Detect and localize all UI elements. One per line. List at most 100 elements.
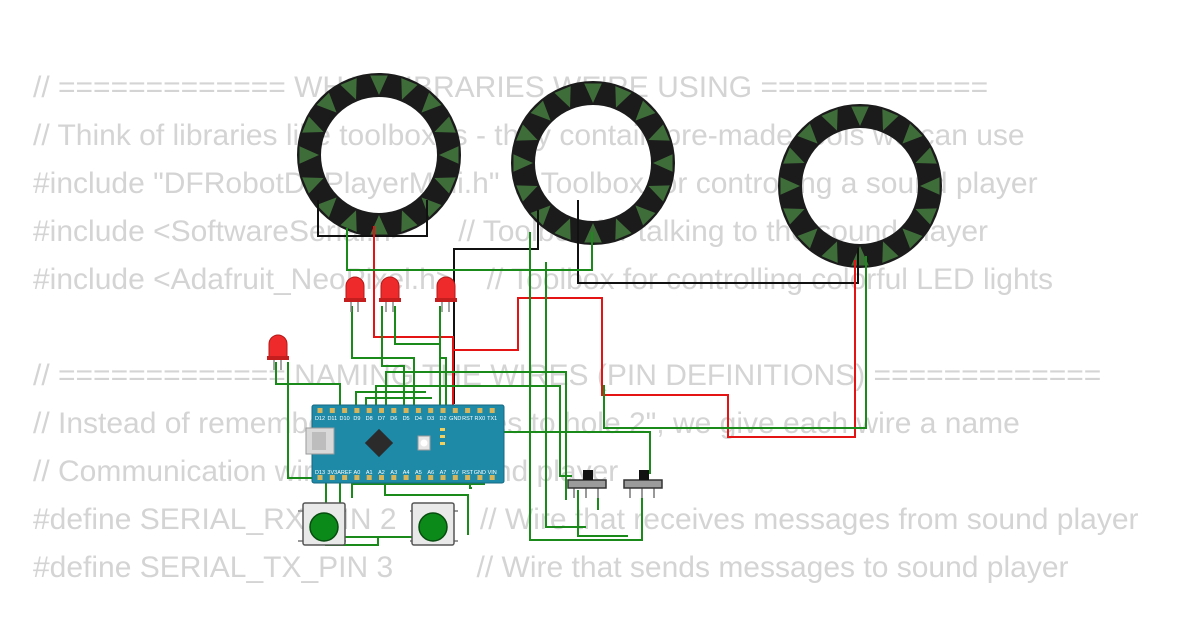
ring-pixel <box>584 83 602 103</box>
ring-pixel <box>370 75 388 95</box>
red-led[interactable] <box>344 276 366 312</box>
wire[interactable] <box>317 200 428 237</box>
wire[interactable] <box>365 397 432 406</box>
header-pin[interactable] <box>354 408 360 413</box>
header-pin[interactable] <box>391 475 397 480</box>
ring-pixel <box>401 210 418 232</box>
wire[interactable] <box>287 362 312 479</box>
wire[interactable] <box>394 306 441 406</box>
ring-pixel <box>920 177 940 195</box>
pin-label: D8 <box>366 416 373 422</box>
header-pin[interactable] <box>465 475 471 480</box>
pin-label: RST <box>462 470 474 476</box>
header-pin[interactable] <box>366 475 372 480</box>
ring-pixel <box>516 185 538 202</box>
header-pin[interactable] <box>415 408 421 413</box>
header-pin[interactable] <box>342 408 348 413</box>
ring-pixel <box>302 116 324 133</box>
pin-label: TX1 <box>487 416 497 422</box>
pin-label: A1 <box>366 470 373 476</box>
header-pin[interactable] <box>440 408 446 413</box>
wire[interactable] <box>384 476 469 535</box>
ring-pixel <box>401 78 418 100</box>
header-pin[interactable] <box>342 475 348 480</box>
ring-pixel <box>299 146 319 164</box>
ring-pixel <box>902 228 923 249</box>
pin-label: A2 <box>378 470 385 476</box>
header-pin[interactable] <box>440 475 446 480</box>
header-pin[interactable] <box>403 408 409 413</box>
wire[interactable] <box>545 262 586 528</box>
ring-pixel <box>439 146 459 164</box>
pin-label: D4 <box>415 416 422 422</box>
neopixel-ring[interactable] <box>297 73 461 237</box>
red-led[interactable] <box>379 276 401 312</box>
header-pin[interactable] <box>428 408 434 413</box>
ring-pixel <box>316 197 337 218</box>
wire[interactable] <box>385 371 567 500</box>
header-pin[interactable] <box>317 475 323 480</box>
header-pin[interactable] <box>354 475 360 480</box>
header-pin[interactable] <box>452 475 458 480</box>
header-pin[interactable] <box>329 475 335 480</box>
header-pin[interactable] <box>403 475 409 480</box>
header-pin[interactable] <box>317 408 323 413</box>
pin-label: D12 <box>315 416 325 422</box>
ring-pixel <box>340 210 357 232</box>
wire[interactable] <box>603 256 867 429</box>
header-pin[interactable] <box>415 475 421 480</box>
ring-pixel <box>915 147 937 164</box>
header-pin[interactable] <box>329 408 335 413</box>
header-pin[interactable] <box>428 475 434 480</box>
slide-switch[interactable] <box>623 470 663 498</box>
pin-label: A5 <box>415 470 422 476</box>
wire[interactable] <box>453 210 539 404</box>
pin-label: RX0 <box>475 416 486 422</box>
pushbutton[interactable] <box>298 502 346 546</box>
microcontroller-chip <box>364 428 394 458</box>
top-header-pins <box>317 408 495 413</box>
header-pin[interactable] <box>477 408 483 413</box>
pin-label: D6 <box>390 416 397 422</box>
wire[interactable] <box>346 228 593 271</box>
ring-pixel <box>615 86 632 108</box>
wire[interactable] <box>453 260 856 438</box>
header-pin[interactable] <box>477 475 483 480</box>
ring-pixel <box>882 241 899 263</box>
neopixel-ring[interactable] <box>778 104 942 268</box>
wire[interactable] <box>375 385 572 477</box>
wires-green <box>275 228 867 546</box>
ring-pixel <box>434 116 456 133</box>
wire[interactable] <box>439 306 447 406</box>
pin-label: D7 <box>378 416 385 422</box>
ring-pixel <box>302 177 324 194</box>
status-led <box>440 435 445 438</box>
header-pin[interactable] <box>379 475 384 480</box>
slide-switch[interactable] <box>567 470 607 498</box>
pushbutton[interactable] <box>410 502 458 546</box>
header-pin[interactable] <box>465 408 471 413</box>
pin-label: GND <box>474 470 486 476</box>
wire[interactable] <box>577 490 628 537</box>
pin-label: AREF <box>337 470 352 476</box>
wire[interactable] <box>355 391 426 406</box>
code-line: #define SERIAL_RX_PIN 2 // Wire that rec… <box>33 503 1139 536</box>
header-pin[interactable] <box>489 408 495 413</box>
header-pin[interactable] <box>489 475 495 480</box>
header-pin[interactable] <box>379 408 384 413</box>
header-pin[interactable] <box>366 408 372 413</box>
header-pin[interactable] <box>391 408 397 413</box>
ring-pixel <box>821 109 838 131</box>
header-pin[interactable] <box>452 408 458 413</box>
pin-label: A0 <box>354 470 361 476</box>
red-led[interactable] <box>435 276 457 312</box>
wire[interactable] <box>577 200 859 284</box>
ring-pixel <box>434 177 456 194</box>
wire[interactable] <box>275 362 341 406</box>
red-led[interactable] <box>267 334 289 370</box>
ring-pixel <box>340 78 357 100</box>
ring-pixel <box>530 100 551 121</box>
